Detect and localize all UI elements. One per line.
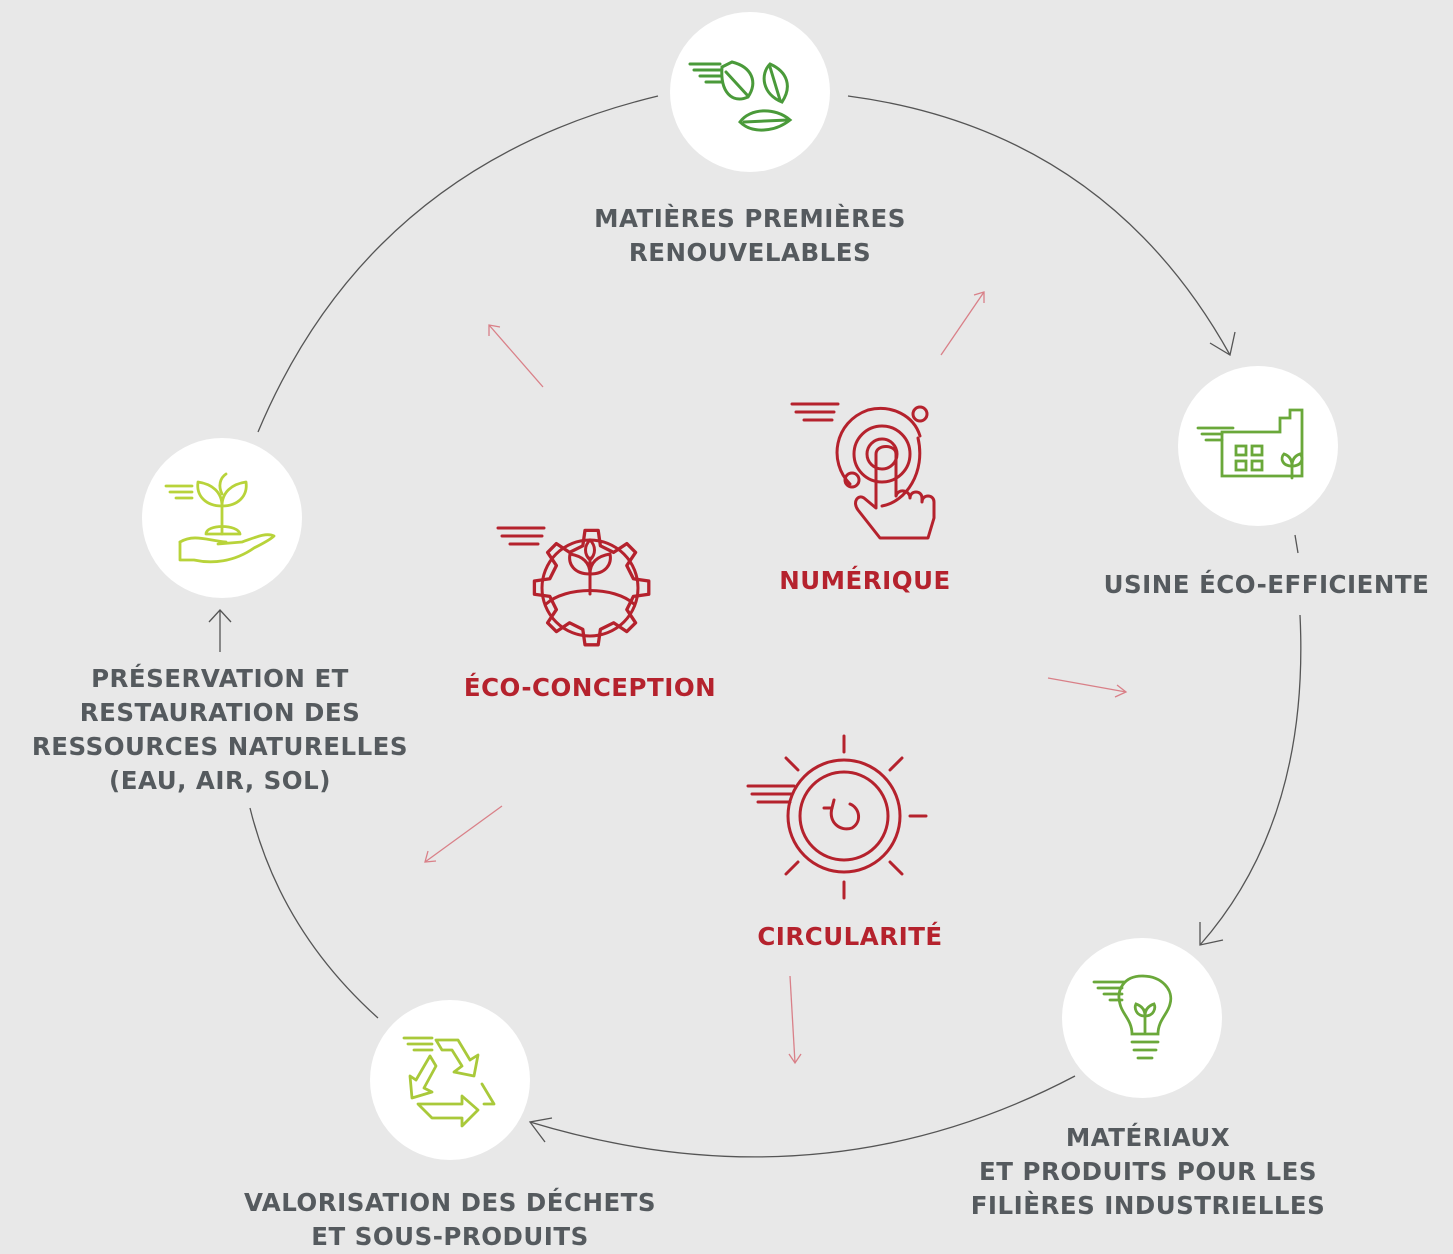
label-line: (EAU, AIR, SOL) bbox=[109, 766, 331, 795]
label-line: MATIÈRES PREMIÈRES bbox=[594, 204, 906, 233]
lever-label-circularite: CIRCULARITÉ bbox=[757, 922, 943, 951]
factory-icon bbox=[1196, 408, 1304, 480]
center-arrow-upper-left bbox=[488, 324, 544, 388]
node-preservation-ressources bbox=[142, 438, 302, 598]
touch-target-icon bbox=[790, 402, 936, 540]
cycle-arcs bbox=[208, 95, 1302, 1158]
arc-preservation-to-matieres bbox=[257, 95, 659, 433]
arc-usine-to-materiaux bbox=[1199, 614, 1302, 946]
gear-sprout-icon bbox=[496, 526, 651, 647]
lightbulb-icon bbox=[1092, 974, 1173, 1060]
label-line: RESTAURATION DES bbox=[79, 698, 361, 727]
label-materiaux-produits: MATÉRIAUX ET PRODUITS POUR LES FILIÈRES … bbox=[948, 1121, 1348, 1223]
label-line: PRÉSERVATION ET bbox=[91, 664, 349, 693]
label-usine-eco-efficiente: USINE ÉCO-EFFICIENTE bbox=[1080, 568, 1453, 602]
up-arrowhead-preservation bbox=[208, 609, 232, 623]
lever-label-eco-conception: ÉCO-CONCEPTION bbox=[463, 673, 717, 702]
arc-matieres-to-usine bbox=[847, 95, 1231, 356]
node-materiaux-produits bbox=[1062, 938, 1222, 1098]
label-line: FILIÈRES INDUSTRIELLES bbox=[970, 1191, 1326, 1220]
hand-sprout-icon bbox=[164, 472, 276, 564]
arc-materiaux-to-valorisation bbox=[529, 1075, 1076, 1158]
arc-arrowhead-valorisation bbox=[528, 1117, 553, 1143]
label-line: RESSOURCES NATURELLES bbox=[31, 732, 409, 761]
center-arrows bbox=[424, 291, 1128, 1065]
arc-usine-to-materiaux-top bbox=[1294, 534, 1299, 554]
center-arrow-upper-right bbox=[940, 291, 985, 356]
arc-arrowhead-usine bbox=[1209, 331, 1236, 357]
recycle-icon bbox=[402, 1036, 496, 1128]
center-arrow-down bbox=[789, 975, 796, 1064]
lever-label-numerique: NUMÉRIQUE bbox=[779, 566, 951, 595]
arc-arrowhead-materiaux bbox=[1199, 922, 1224, 946]
arc-valorisation-to-preservation bbox=[249, 807, 379, 1019]
label-valorisation-dechets: VALORISATION DES DÉCHETS ET SOUS-PRODUIT… bbox=[210, 1186, 690, 1254]
center-arrow-lower-left bbox=[424, 805, 503, 863]
label-line: VALORISATION DES DÉCHETS bbox=[243, 1188, 657, 1217]
label-matieres-premieres: MATIÈRES PREMIÈRES RENOUVELABLES bbox=[560, 202, 940, 270]
sun-cycle-icon bbox=[746, 734, 928, 900]
node-usine-eco-efficiente bbox=[1178, 366, 1338, 526]
center-arrow-right bbox=[1047, 677, 1127, 693]
leaves-icon bbox=[688, 60, 793, 132]
label-line: USINE ÉCO-EFFICIENTE bbox=[1103, 570, 1430, 599]
label-line: ET PRODUITS POUR LES bbox=[979, 1157, 1317, 1186]
node-valorisation-dechets bbox=[370, 1000, 530, 1160]
label-line: ET SOUS-PRODUITS bbox=[311, 1222, 589, 1251]
node-matieres-premieres bbox=[670, 12, 830, 172]
label-preservation-ressources: PRÉSERVATION ET RESTAURATION DES RESSOUR… bbox=[0, 662, 440, 798]
label-line: MATÉRIAUX bbox=[1065, 1123, 1231, 1152]
label-line: RENOUVELABLES bbox=[628, 238, 872, 267]
